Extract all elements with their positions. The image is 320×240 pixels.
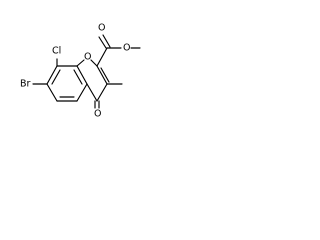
- ester-carbonyl-oxygen-label: O: [98, 23, 105, 34]
- ester-carbonyl-bond-a: [98, 36, 107, 49]
- bond-c8a-c7: [46, 65, 58, 85]
- bond-c4-c4a: [86, 83, 98, 102]
- ester-carbonyl-bond-b: [102, 34, 111, 48]
- bond-c7-c6: [46, 83, 58, 102]
- chlorine-atom-label: Cl: [52, 46, 61, 57]
- ester-group: [96, 34, 141, 67]
- bond-c2-c3: [96, 65, 108, 85]
- benzene-ring: [46, 65, 88, 102]
- ketone-oxygen-label: O: [94, 109, 101, 120]
- bond-c2-ester-carbon: [96, 47, 108, 67]
- chemical-structure-diagram: Cl Br O O O O: [20, 23, 141, 120]
- structure-canvas: Cl Br O O O O: [0, 0, 152, 152]
- bond-o1-c2: [90, 59, 98, 67]
- bond-c3-c4: [96, 83, 108, 102]
- bond-c8a-o1: [76, 59, 85, 67]
- double-bond-inner-1: [51, 69, 61, 85]
- ketone-group: [94, 100, 100, 109]
- ring-oxygen-label: O: [84, 52, 91, 63]
- double-bond-c2-c3: [100, 67, 110, 83]
- bond-c4a-c8a: [76, 65, 88, 85]
- bond-c5-c4a: [76, 83, 88, 102]
- ester-ether-oxygen-label: O: [123, 43, 130, 54]
- double-bond-inner-3: [73, 69, 83, 85]
- pyranone-ring: [76, 59, 110, 102]
- bromine-atom-label: Br: [20, 79, 31, 90]
